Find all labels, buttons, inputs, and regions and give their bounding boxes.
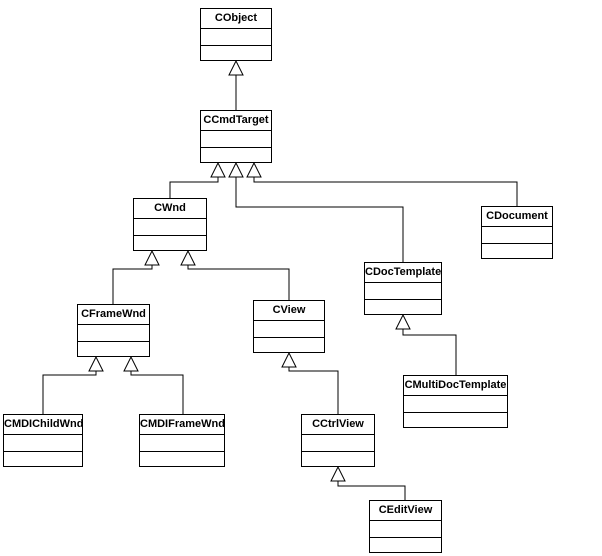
- operations-compartment: [201, 46, 271, 62]
- generalization-arrow-icon: [88, 355, 104, 372]
- operations-compartment: [365, 300, 441, 316]
- inherit-cview-cwnd: [180, 249, 290, 300]
- attributes-compartment: [201, 131, 271, 148]
- generalization-arrow-icon: [281, 351, 297, 368]
- attributes-compartment: [482, 227, 552, 244]
- connector-line: [130, 371, 184, 414]
- generalization-arrow-icon: [210, 161, 226, 178]
- operations-compartment: [370, 538, 441, 554]
- generalization-arrow-icon: [180, 249, 196, 266]
- inherit-cframewnd-cwnd: [112, 249, 160, 304]
- generalization-arrow-icon: [228, 59, 244, 76]
- class-box-cview: CView: [253, 300, 325, 353]
- connector-line: [187, 265, 290, 300]
- class-box-cwnd: CWnd: [133, 198, 207, 251]
- generalization-arrow-icon: [330, 465, 346, 482]
- connector-line: [235, 177, 404, 262]
- class-name: CDocument: [482, 207, 552, 227]
- class-box-cctrlview: CCtrlView: [301, 414, 375, 467]
- generalization-arrow-icon: [395, 313, 411, 330]
- class-box-cdocument: CDocument: [481, 206, 553, 259]
- operations-compartment: [134, 236, 206, 252]
- class-name: CObject: [201, 9, 271, 29]
- class-name: CCtrlView: [302, 415, 374, 435]
- class-name: CCmdTarget: [201, 111, 271, 131]
- generalization-arrow-icon: [228, 161, 244, 178]
- inherit-cedittview-cctrlview: [330, 465, 406, 500]
- operations-compartment: [302, 452, 374, 468]
- inherit-cwnd-ccmdtarget: [169, 161, 226, 198]
- inherit-cmdichildwnd-cframewnd: [42, 355, 104, 414]
- class-name: CView: [254, 301, 324, 321]
- class-box-cobject: CObject: [200, 8, 272, 61]
- connector-line: [112, 265, 153, 304]
- connector-line: [42, 371, 97, 414]
- connector-line: [169, 177, 219, 198]
- attributes-compartment: [78, 325, 149, 342]
- attributes-compartment: [370, 521, 441, 538]
- class-name: CMDIChildWnd: [4, 415, 82, 435]
- attributes-compartment: [140, 435, 224, 452]
- attributes-compartment: [201, 29, 271, 46]
- inherit-cdocument-ccmdtarget: [246, 161, 518, 206]
- class-name: CMDIFrameWnd: [140, 415, 224, 435]
- attributes-compartment: [365, 283, 441, 300]
- connector-line: [253, 177, 518, 206]
- attributes-compartment: [254, 321, 324, 338]
- generalization-arrow-icon: [246, 161, 262, 178]
- generalization-arrow-icon: [123, 355, 139, 372]
- inherit-ccmdtarget-cobject: [228, 59, 244, 110]
- inherit-cdoctemplate-ccmdtarget: [228, 161, 404, 262]
- generalization-arrow-icon: [144, 249, 160, 266]
- connector-line: [288, 367, 339, 414]
- class-name: CMultiDocTemplate: [404, 376, 507, 396]
- inherit-cmdiframewnd-cframewnd: [123, 355, 184, 414]
- class-box-cmdiframewnd: CMDIFrameWnd: [139, 414, 225, 467]
- operations-compartment: [201, 148, 271, 164]
- class-box-ccmdtarget: CCmdTarget: [200, 110, 272, 163]
- class-name: CDocTemplate: [365, 263, 441, 283]
- operations-compartment: [404, 413, 507, 429]
- inherit-cmultidoctemplate-cdoctemplate: [395, 313, 457, 375]
- attributes-compartment: [134, 219, 206, 236]
- class-box-cedittview: CEditView: [369, 500, 442, 553]
- connector-line: [337, 481, 406, 500]
- attributes-compartment: [302, 435, 374, 452]
- connector-line: [402, 329, 457, 375]
- attributes-compartment: [404, 396, 507, 413]
- class-name: CWnd: [134, 199, 206, 219]
- operations-compartment: [4, 452, 82, 468]
- operations-compartment: [140, 452, 224, 468]
- class-box-cdoctemplate: CDocTemplate: [364, 262, 442, 315]
- inherit-cctrlview-cview: [281, 351, 339, 414]
- operations-compartment: [254, 338, 324, 354]
- class-name: CEditView: [370, 501, 441, 521]
- operations-compartment: [482, 244, 552, 260]
- class-name: CFrameWnd: [78, 305, 149, 325]
- class-box-cmultidoctemplate: CMultiDocTemplate: [403, 375, 508, 428]
- operations-compartment: [78, 342, 149, 358]
- class-box-cmdichildwnd: CMDIChildWnd: [3, 414, 83, 467]
- class-box-cframewnd: CFrameWnd: [77, 304, 150, 357]
- attributes-compartment: [4, 435, 82, 452]
